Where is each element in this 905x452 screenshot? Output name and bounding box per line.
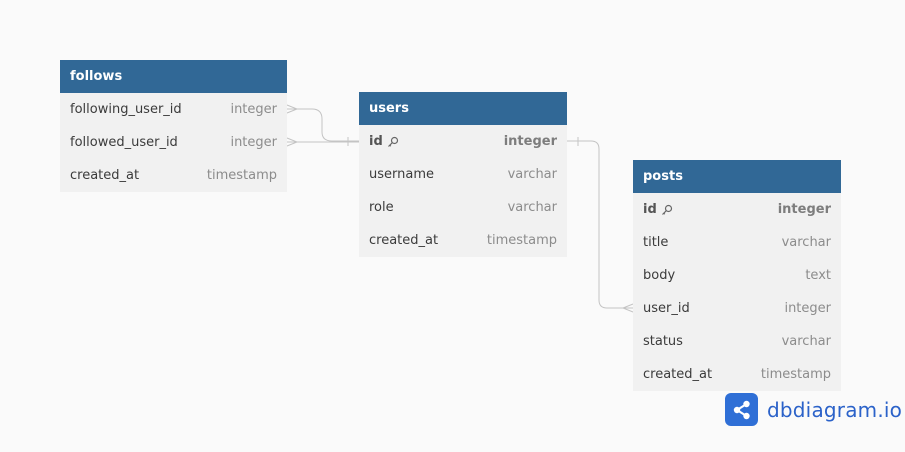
column-name: created_at (643, 367, 713, 382)
column-type: integer (230, 135, 277, 150)
brand-logo-link[interactable]: dbdiagram.io (725, 393, 902, 426)
crowfoot-followed (286, 137, 299, 147)
column-row[interactable]: followed_user_id integer (60, 126, 287, 159)
table-follows[interactable]: follows following_user_id integer follow… (60, 60, 287, 192)
table-posts[interactable]: posts id integer title varchar body text (633, 160, 841, 391)
table-users[interactable]: users id integer username varchar role v… (359, 92, 567, 257)
column-type: varchar (781, 235, 831, 250)
column-name: followed_user_id (70, 135, 178, 150)
table-header-posts[interactable]: posts (633, 160, 841, 193)
column-name: id (369, 134, 383, 149)
column-row[interactable]: following_user_id integer (60, 93, 287, 126)
crowfoot-following (286, 104, 299, 114)
column-name: role (369, 200, 394, 215)
relation-posts-user[interactable] (567, 140, 633, 309)
column-name: created_at (369, 233, 439, 248)
column-row[interactable]: status varchar (633, 325, 841, 358)
column-type: varchar (507, 200, 557, 215)
relation-following-user[interactable] (287, 108, 359, 142)
column-type: varchar (781, 334, 831, 349)
column-row[interactable]: body text (633, 259, 841, 292)
column-name: id (643, 202, 657, 217)
column-name: username (369, 167, 434, 182)
column-type: integer (503, 134, 557, 149)
column-row[interactable]: title varchar (633, 226, 841, 259)
column-type: text (805, 268, 831, 283)
column-type: varchar (507, 167, 557, 182)
column-name: created_at (70, 168, 140, 183)
column-type: integer (784, 301, 831, 316)
column-name: user_id (643, 301, 690, 316)
column-row[interactable]: created_at timestamp (633, 358, 841, 391)
column-row[interactable]: user_id integer (633, 292, 841, 325)
share-icon (725, 393, 758, 426)
column-name-wrapper: id (643, 202, 673, 217)
key-icon (387, 136, 399, 148)
column-type: integer (230, 102, 277, 117)
column-name: following_user_id (70, 102, 182, 117)
table-header-users[interactable]: users (359, 92, 567, 125)
column-name-wrapper: id (369, 134, 399, 149)
column-type: timestamp (486, 233, 557, 248)
column-type: integer (777, 202, 831, 217)
crowfoot-posts (621, 303, 634, 313)
column-row-primary-key[interactable]: id integer (633, 193, 841, 226)
brand-name: dbdiagram.io (767, 397, 903, 422)
column-row[interactable]: username varchar (359, 158, 567, 191)
column-name: body (643, 268, 676, 283)
column-type: timestamp (760, 367, 831, 382)
column-row[interactable]: created_at timestamp (359, 224, 567, 257)
column-type: timestamp (206, 168, 277, 183)
column-row-primary-key[interactable]: id integer (359, 125, 567, 158)
column-row[interactable]: created_at timestamp (60, 159, 287, 192)
column-name: title (643, 235, 669, 250)
column-name: status (643, 334, 683, 349)
column-row[interactable]: role varchar (359, 191, 567, 224)
key-icon (661, 204, 673, 216)
table-header-follows[interactable]: follows (60, 60, 287, 93)
